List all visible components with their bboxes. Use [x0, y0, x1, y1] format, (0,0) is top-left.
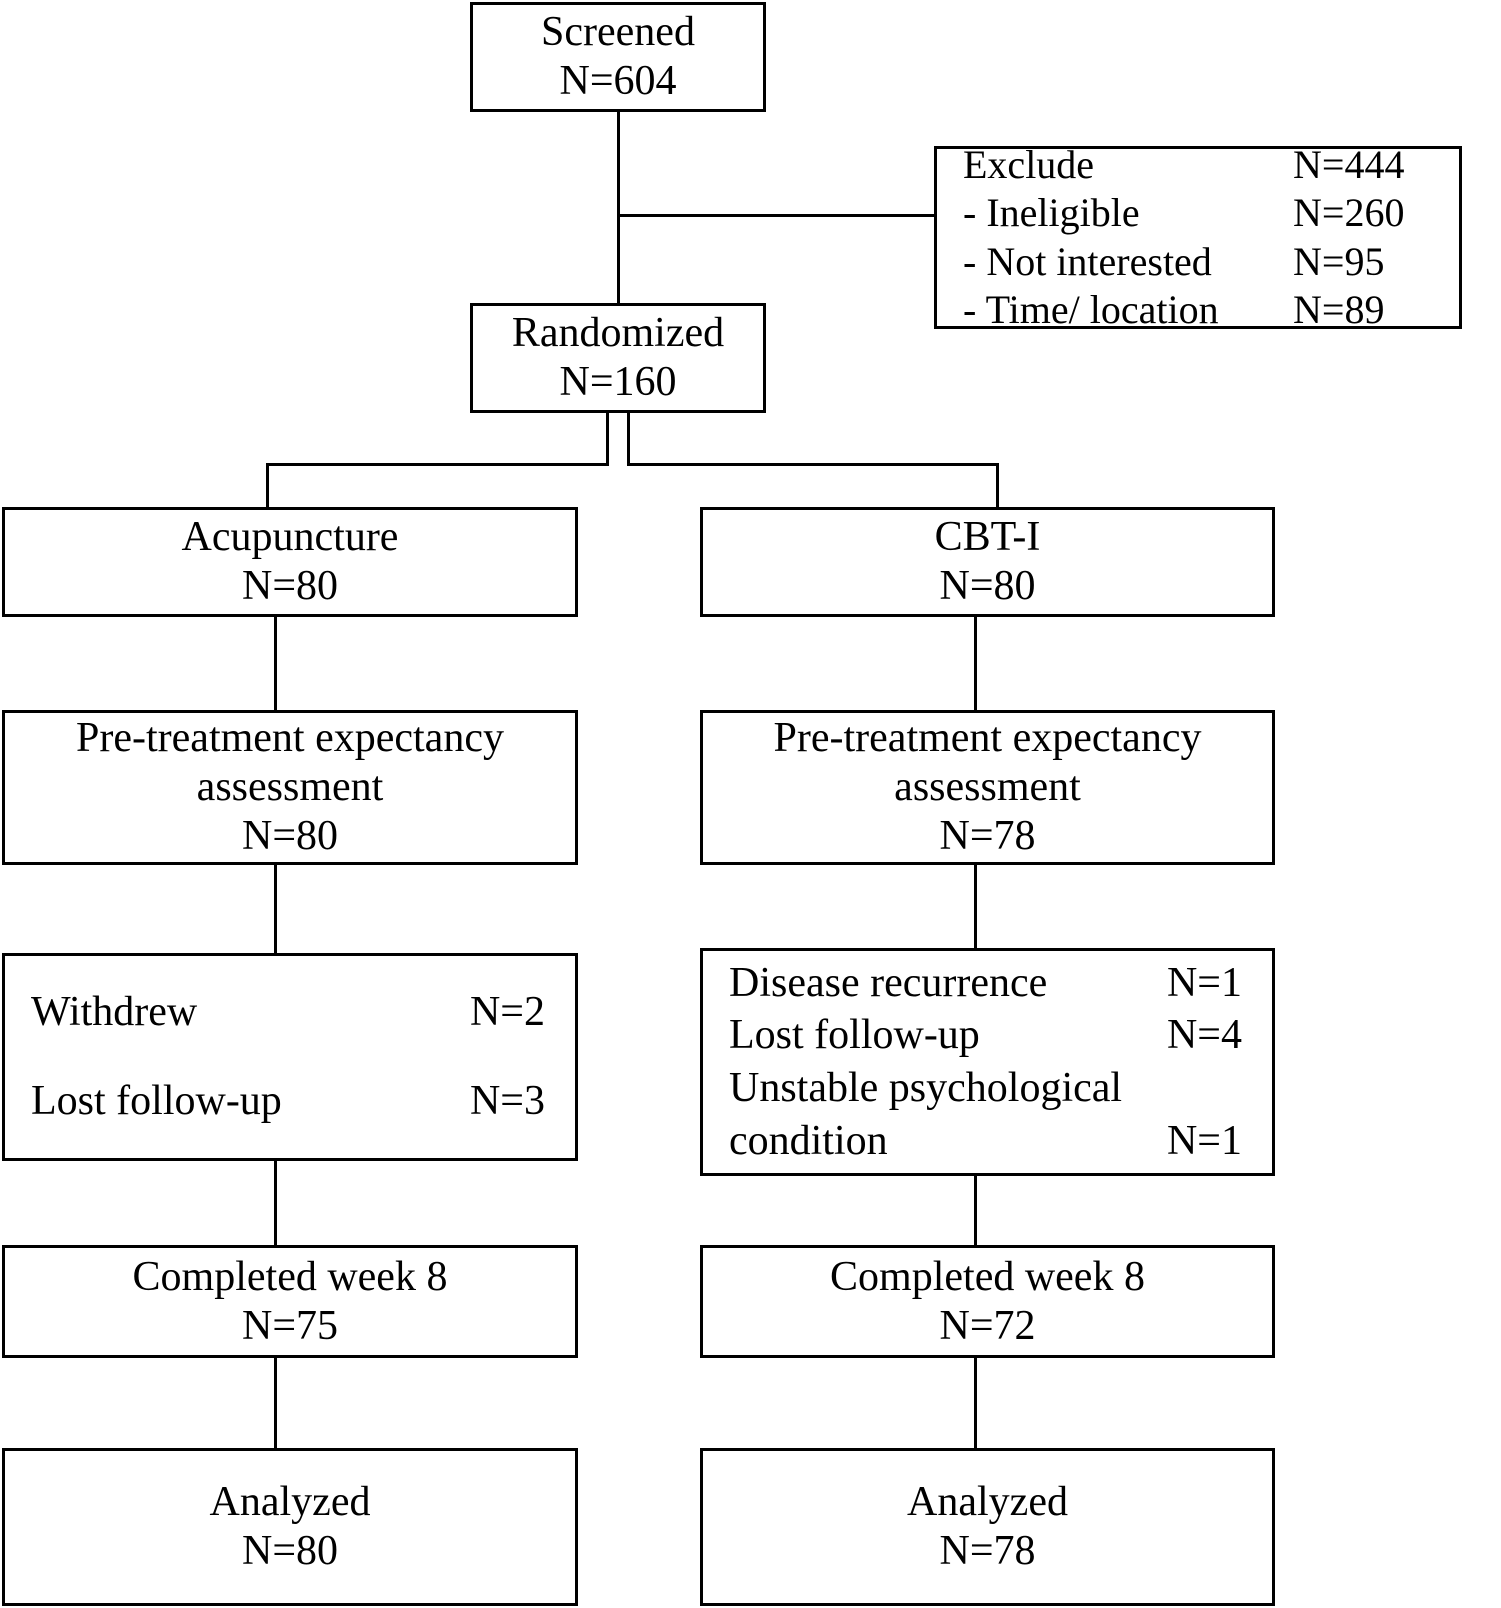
dropout-label: Disease recurrence — [729, 959, 1048, 1006]
node-expectancy-cbti-line1: Pre-treatment expectancy — [773, 715, 1202, 762]
node-completed-cbti: Completed week 8 N=72 — [700, 1245, 1275, 1358]
connector-randomized-span-left — [266, 463, 609, 466]
node-randomized: Randomized N=160 — [470, 303, 766, 413]
node-analyzed-acupuncture-count: N=80 — [241, 1528, 339, 1574]
dropout-value: N=3 — [469, 1078, 545, 1124]
node-exclude: Exclude N=444 - Ineligible N=260 - Not i… — [934, 142, 1462, 332]
dropout-label: Lost follow-up — [31, 1078, 282, 1124]
node-randomized-title: Randomized — [511, 310, 725, 357]
exclude-header-row: Exclude N=444 — [963, 141, 1404, 188]
exclude-reason-row: - Time/ location N=89 — [963, 286, 1384, 333]
connector-expectancy-to-dropout-right — [974, 865, 977, 955]
connector-completed-to-analyzed-left — [274, 1358, 277, 1450]
node-expectancy-acupuncture-count: N=80 — [241, 812, 339, 859]
dropout-row: Lost follow-up N=4 — [729, 1011, 1242, 1060]
dropout-label: Unstable psychological — [729, 1065, 1123, 1111]
dropout-value: N=1 — [1166, 959, 1242, 1006]
node-analyzed-acupuncture: Analyzed N=80 — [2, 1448, 578, 1606]
exclude-reason-value: N=95 — [1293, 238, 1385, 284]
dropout-row: Unstable psychological — [729, 1064, 1242, 1113]
node-analyzed-cbti: Analyzed N=78 — [700, 1448, 1275, 1606]
exclude-reason-label: - Ineligible — [963, 190, 1140, 236]
node-arm-acupuncture: Acupuncture N=80 — [2, 507, 578, 617]
node-completed-acupuncture: Completed week 8 N=75 — [2, 1245, 578, 1358]
node-arm-acupuncture-count: N=80 — [241, 563, 339, 609]
connector-dropout-to-completed-left — [274, 1161, 277, 1248]
dropout-row: condition N=1 — [729, 1117, 1242, 1166]
connector-dropout-to-completed-right — [974, 1176, 977, 1248]
node-analyzed-acupuncture-title: Analyzed — [209, 1479, 371, 1526]
connector-randomized-drop-right — [996, 463, 999, 509]
dropout-value: N=2 — [469, 989, 545, 1036]
connector-screened-to-exclude — [617, 214, 937, 217]
exclude-reason-label: - Time/ location — [963, 286, 1219, 332]
connector-randomized-drop-left — [266, 463, 269, 509]
node-arm-cbti-title: CBT-I — [934, 514, 1041, 561]
node-completed-acupuncture-count: N=75 — [241, 1302, 339, 1349]
connector-randomized-stem-right — [627, 413, 630, 466]
node-arm-cbti-count: N=80 — [939, 563, 1036, 609]
exclude-reason-row: - Not interested N=95 — [963, 238, 1384, 285]
connector-completed-to-analyzed-right — [974, 1358, 977, 1450]
node-screened-title: Screened — [541, 9, 695, 56]
node-completed-cbti-title: Completed week 8 — [830, 1253, 1145, 1300]
exclude-reason-row: - Ineligible N=260 — [963, 190, 1404, 236]
exclude-header-value: N=444 — [1293, 141, 1405, 187]
node-dropout-acupuncture: Withdrew N=2 Lost follow-up N=3 — [2, 953, 578, 1161]
node-expectancy-cbti: Pre-treatment expectancy assessment N=78 — [700, 710, 1275, 865]
node-arm-cbti: CBT-I N=80 — [700, 507, 1275, 617]
node-randomized-count: N=160 — [559, 359, 677, 405]
dropout-row: Disease recurrence N=1 — [729, 959, 1242, 1008]
connector-acupuncture-to-expectancy — [274, 617, 277, 711]
connector-expectancy-to-dropout-left — [274, 865, 277, 955]
node-expectancy-acupuncture-line1: Pre-treatment expectancy — [76, 715, 504, 762]
node-screened-count: N=604 — [559, 58, 677, 104]
dropout-label: Withdrew — [31, 989, 198, 1036]
node-completed-acupuncture-title: Completed week 8 — [132, 1253, 448, 1300]
node-expectancy-acupuncture: Pre-treatment expectancy assessment N=80 — [2, 710, 578, 865]
dropout-label: Lost follow-up — [729, 1012, 980, 1059]
exclude-header-label: Exclude — [963, 141, 1095, 187]
connector-randomized-stem-left — [606, 413, 609, 466]
node-arm-acupuncture-title: Acupuncture — [181, 514, 399, 561]
connector-cbti-to-expectancy — [974, 617, 977, 711]
dropout-row: Withdrew N=2 — [31, 988, 545, 1037]
node-dropout-cbti: Disease recurrence N=1 Lost follow-up N=… — [700, 948, 1275, 1176]
dropout-label: condition — [729, 1117, 888, 1164]
node-screened: Screened N=604 — [470, 2, 766, 112]
node-expectancy-cbti-count: N=78 — [939, 812, 1036, 859]
dropout-value: N=1 — [1166, 1117, 1242, 1164]
dropout-row: Lost follow-up N=3 — [31, 1077, 545, 1126]
connector-randomized-span-right — [627, 463, 999, 466]
node-expectancy-cbti-line2: assessment — [894, 764, 1081, 811]
node-analyzed-cbti-title: Analyzed — [907, 1479, 1068, 1526]
exclude-reason-value: N=89 — [1293, 286, 1385, 332]
node-analyzed-cbti-count: N=78 — [939, 1528, 1036, 1574]
dropout-value: N=4 — [1166, 1012, 1242, 1059]
exclude-reason-value: N=260 — [1293, 190, 1405, 236]
node-completed-cbti-count: N=72 — [939, 1302, 1036, 1349]
node-expectancy-acupuncture-line2: assessment — [196, 764, 384, 811]
exclude-reason-label: - Not interested — [963, 238, 1212, 284]
